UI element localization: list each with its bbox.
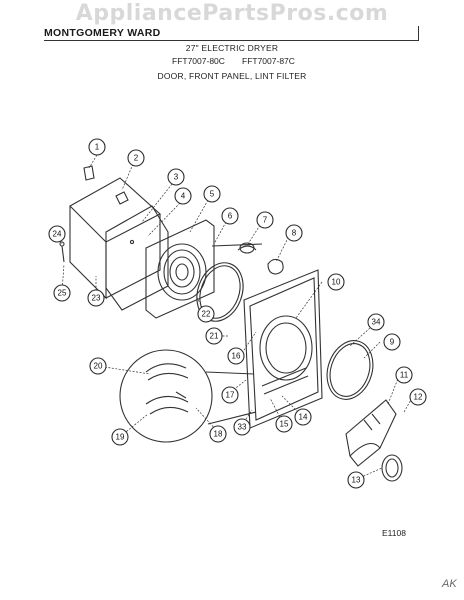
figure-code: E1108 bbox=[382, 528, 406, 538]
callout-4: 4 bbox=[174, 187, 192, 205]
svg-text:21: 21 bbox=[210, 332, 219, 341]
diagram-title: 27" ELECTRIC DRYER bbox=[185, 43, 279, 53]
header-rule-top bbox=[44, 40, 418, 41]
callout-13: 13 bbox=[347, 471, 365, 489]
callout-7: 7 bbox=[256, 211, 274, 229]
svg-text:19: 19 bbox=[116, 433, 125, 442]
callout-20: 20 bbox=[89, 357, 107, 375]
part-door-liner bbox=[105, 205, 169, 311]
svg-text:6: 6 bbox=[228, 212, 233, 221]
callout-34: 34 bbox=[367, 313, 385, 331]
watermark: AppliancePartsPros.com bbox=[75, 1, 389, 26]
callout-22: 22 bbox=[197, 305, 215, 323]
callout-14: 14 bbox=[294, 408, 312, 426]
section-title: DOOR, FRONT PANEL, LINT FILTER bbox=[157, 71, 307, 81]
callout-18: 18 bbox=[209, 425, 227, 443]
part-drum-seal bbox=[326, 340, 374, 400]
svg-text:23: 23 bbox=[92, 294, 101, 303]
callout-25: 25 bbox=[53, 284, 71, 302]
svg-text:16: 16 bbox=[232, 352, 241, 361]
header-rule-side bbox=[418, 26, 419, 41]
callout-15: 15 bbox=[275, 415, 293, 433]
part-lint-filter-cap bbox=[381, 454, 403, 482]
model-number-1: FFT7007-80C bbox=[172, 56, 225, 66]
model-number-2: FFT7007-87C bbox=[242, 56, 295, 66]
callout-9: 9 bbox=[383, 333, 401, 351]
part-front-panel bbox=[243, 269, 323, 429]
callout-1: 1 bbox=[88, 138, 106, 156]
part-inner-door bbox=[145, 219, 215, 319]
svg-text:8: 8 bbox=[292, 229, 297, 238]
callout-33: 33 bbox=[233, 418, 251, 436]
brand-name: MONTGOMERY WARD bbox=[44, 27, 161, 39]
svg-text:33: 33 bbox=[238, 423, 247, 432]
corner-mark: AK bbox=[442, 578, 457, 590]
svg-text:15: 15 bbox=[280, 420, 289, 429]
callout-10: 10 bbox=[327, 273, 345, 291]
callout-6: 6 bbox=[221, 207, 239, 225]
svg-text:25: 25 bbox=[58, 289, 67, 298]
svg-text:1: 1 bbox=[95, 143, 100, 152]
part-hinge-bracket bbox=[83, 165, 95, 181]
callout-16: 16 bbox=[227, 347, 245, 365]
callout-5: 5 bbox=[203, 185, 221, 203]
svg-text:7: 7 bbox=[263, 216, 268, 225]
detail-magnifier bbox=[119, 349, 257, 443]
svg-text:3: 3 bbox=[174, 173, 179, 182]
svg-text:10: 10 bbox=[332, 278, 341, 287]
svg-text:11: 11 bbox=[400, 371, 409, 380]
callout-23: 23 bbox=[87, 289, 105, 307]
svg-text:18: 18 bbox=[214, 430, 223, 439]
svg-text:14: 14 bbox=[299, 413, 308, 422]
part-screw bbox=[59, 241, 65, 263]
svg-text:4: 4 bbox=[181, 192, 186, 201]
svg-text:34: 34 bbox=[372, 318, 381, 327]
part-lint-duct bbox=[345, 399, 397, 467]
svg-text:24: 24 bbox=[53, 230, 62, 239]
svg-text:22: 22 bbox=[202, 310, 211, 319]
callout-17: 17 bbox=[221, 386, 239, 404]
svg-text:12: 12 bbox=[414, 393, 423, 402]
callout-11: 11 bbox=[395, 366, 413, 384]
callout-3: 3 bbox=[167, 168, 185, 186]
svg-text:9: 9 bbox=[390, 338, 395, 347]
callout-21: 21 bbox=[205, 327, 223, 345]
callout-12: 12 bbox=[409, 388, 427, 406]
svg-text:2: 2 bbox=[134, 154, 139, 163]
svg-text:17: 17 bbox=[226, 391, 235, 400]
callout-19: 19 bbox=[111, 428, 129, 446]
callout-24: 24 bbox=[48, 225, 66, 243]
callout-8: 8 bbox=[285, 224, 303, 242]
callout-2: 2 bbox=[127, 149, 145, 167]
svg-text:5: 5 bbox=[210, 190, 215, 199]
part-wire-harness bbox=[211, 242, 284, 275]
svg-text:13: 13 bbox=[352, 476, 361, 485]
svg-text:20: 20 bbox=[94, 362, 103, 371]
